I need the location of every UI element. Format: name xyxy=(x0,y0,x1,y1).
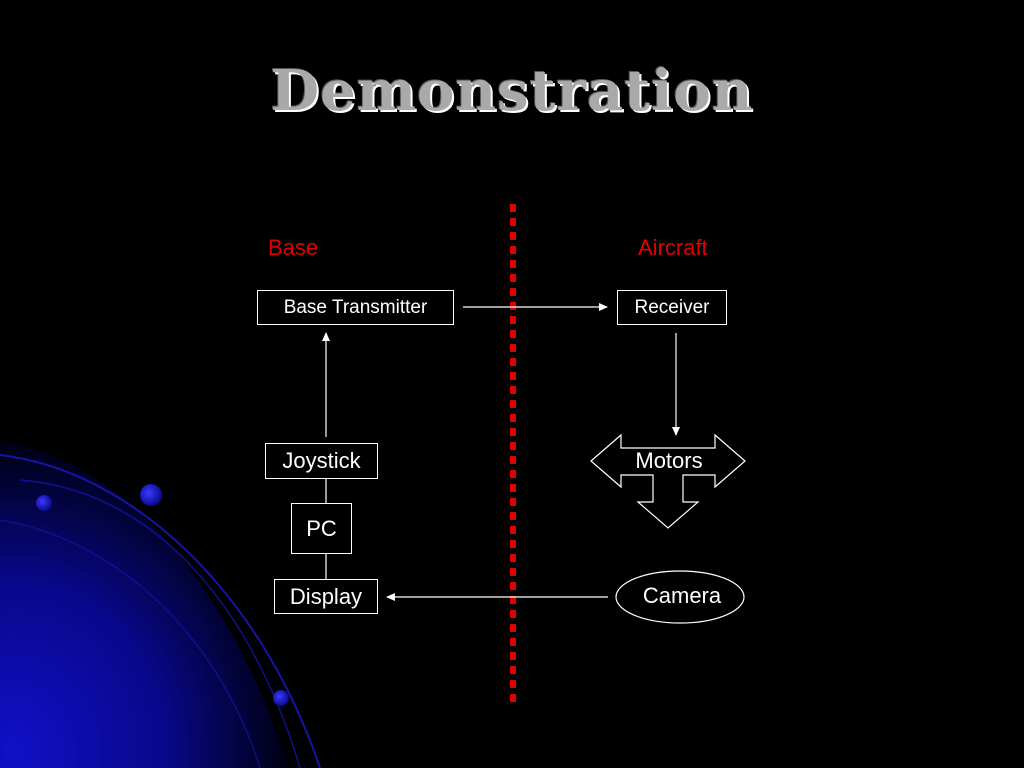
display-node: Display xyxy=(274,579,378,614)
planet-shape xyxy=(0,440,290,768)
motors-label: Motors xyxy=(635,448,703,473)
camera-label: Camera xyxy=(642,583,722,608)
orbit-dot xyxy=(140,484,162,506)
base-transmitter-node: Base Transmitter xyxy=(257,290,454,325)
orbit-line xyxy=(0,454,321,768)
receiver-node: Receiver xyxy=(617,290,727,325)
pc-label: PC xyxy=(306,515,337,541)
receiver-label: Receiver xyxy=(634,296,710,318)
display-label: Display xyxy=(289,583,363,609)
joystick-label: Joystick xyxy=(282,448,361,473)
slide-title: Demonstration xyxy=(270,58,754,124)
orbit-dot xyxy=(273,690,289,706)
base-transmitter-label: Base Transmitter xyxy=(283,296,428,318)
aircraft-side-label: Aircraft xyxy=(638,235,708,260)
orbit-dot xyxy=(36,495,52,511)
motors-shape xyxy=(590,433,746,529)
camera-shape xyxy=(615,570,745,624)
joystick-node: Joystick xyxy=(265,443,378,479)
pc-node: PC xyxy=(291,503,352,554)
base-side-label: Base xyxy=(268,235,319,260)
orbit-line xyxy=(0,519,261,768)
